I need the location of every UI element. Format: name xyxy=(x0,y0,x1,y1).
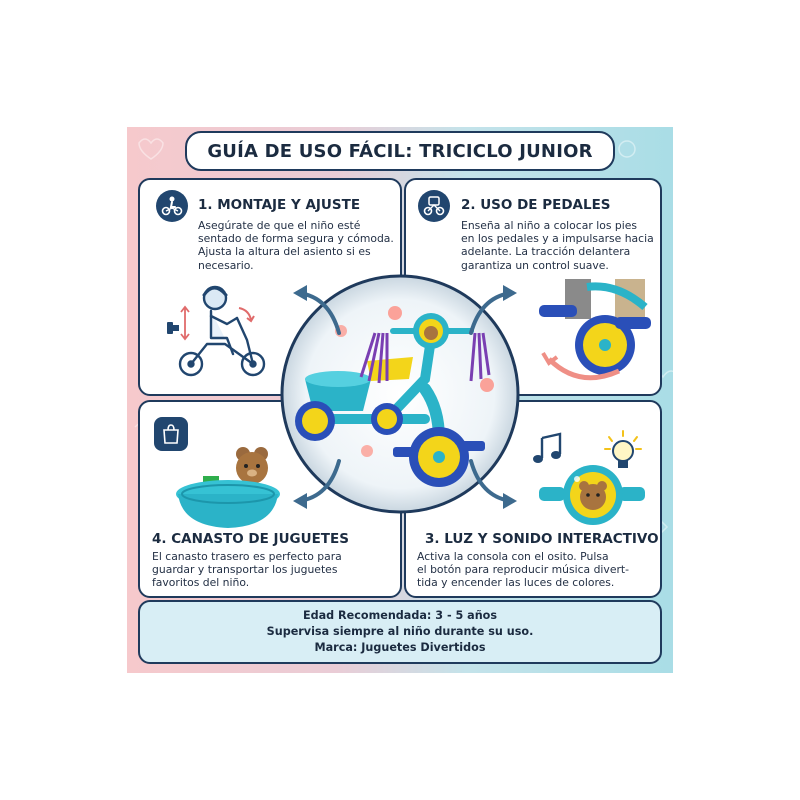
section-text-montaje: Asegúrate de que el niño esté sentado de… xyxy=(198,219,394,272)
page-title: GUÍA DE USO FÁCIL: TRICICLO JUNIOR xyxy=(207,140,593,162)
section-text-luz-sonido: Activa la consola con el osito. Pulsa el… xyxy=(417,550,630,590)
supervision-note: Supervisa siempre al niño durante su uso… xyxy=(266,625,534,638)
section-heading-pedales: 2. USO DE PEDALES xyxy=(461,197,611,213)
feet-on-pedals-illustration xyxy=(539,279,651,381)
arrow-to-pedales xyxy=(469,285,517,335)
child-on-tricycle-icon xyxy=(156,190,188,222)
footer-info: Edad Recomendada: 3 - 5 años Supervisa s… xyxy=(138,600,662,664)
arrow-to-canasto xyxy=(293,459,341,509)
section-text-pedales: Enseña al niño a colocar los pies en los… xyxy=(461,219,654,272)
shopping-bag-icon xyxy=(154,417,188,451)
bear-console-illustration xyxy=(539,465,645,525)
section-heading-luz-sonido: 3. LUZ Y SONIDO INTERACTIVO xyxy=(425,531,659,547)
section-heading-montaje: 1. MONTAJE Y AJUSTE xyxy=(198,197,361,213)
child-riding-illustration xyxy=(167,285,266,377)
infographic-poster: GUÍA DE USO FÁCIL: TRICICLO JUNIOR 1. MO… xyxy=(127,127,673,673)
title-banner: GUÍA DE USO FÁCIL: TRICICLO JUNIOR xyxy=(185,131,615,171)
tricycle-center-illustration xyxy=(280,274,520,514)
arrow-to-luz-sonido xyxy=(469,459,517,509)
music-note-icon xyxy=(533,432,562,463)
section-text-canasto: El canasto trasero es perfecto para guar… xyxy=(152,550,342,590)
light-bulb-icon xyxy=(604,430,642,468)
section-heading-canasto: 4. CANASTO DE JUGUETES xyxy=(152,531,349,547)
recommended-age: Edad Recomendada: 3 - 5 años xyxy=(302,609,498,622)
brand-label: Marca: Juguetes Divertidos xyxy=(314,641,486,654)
pedaling-icon xyxy=(418,190,450,222)
toy-basket-illustration xyxy=(176,447,280,528)
arrow-to-montaje xyxy=(293,285,341,335)
